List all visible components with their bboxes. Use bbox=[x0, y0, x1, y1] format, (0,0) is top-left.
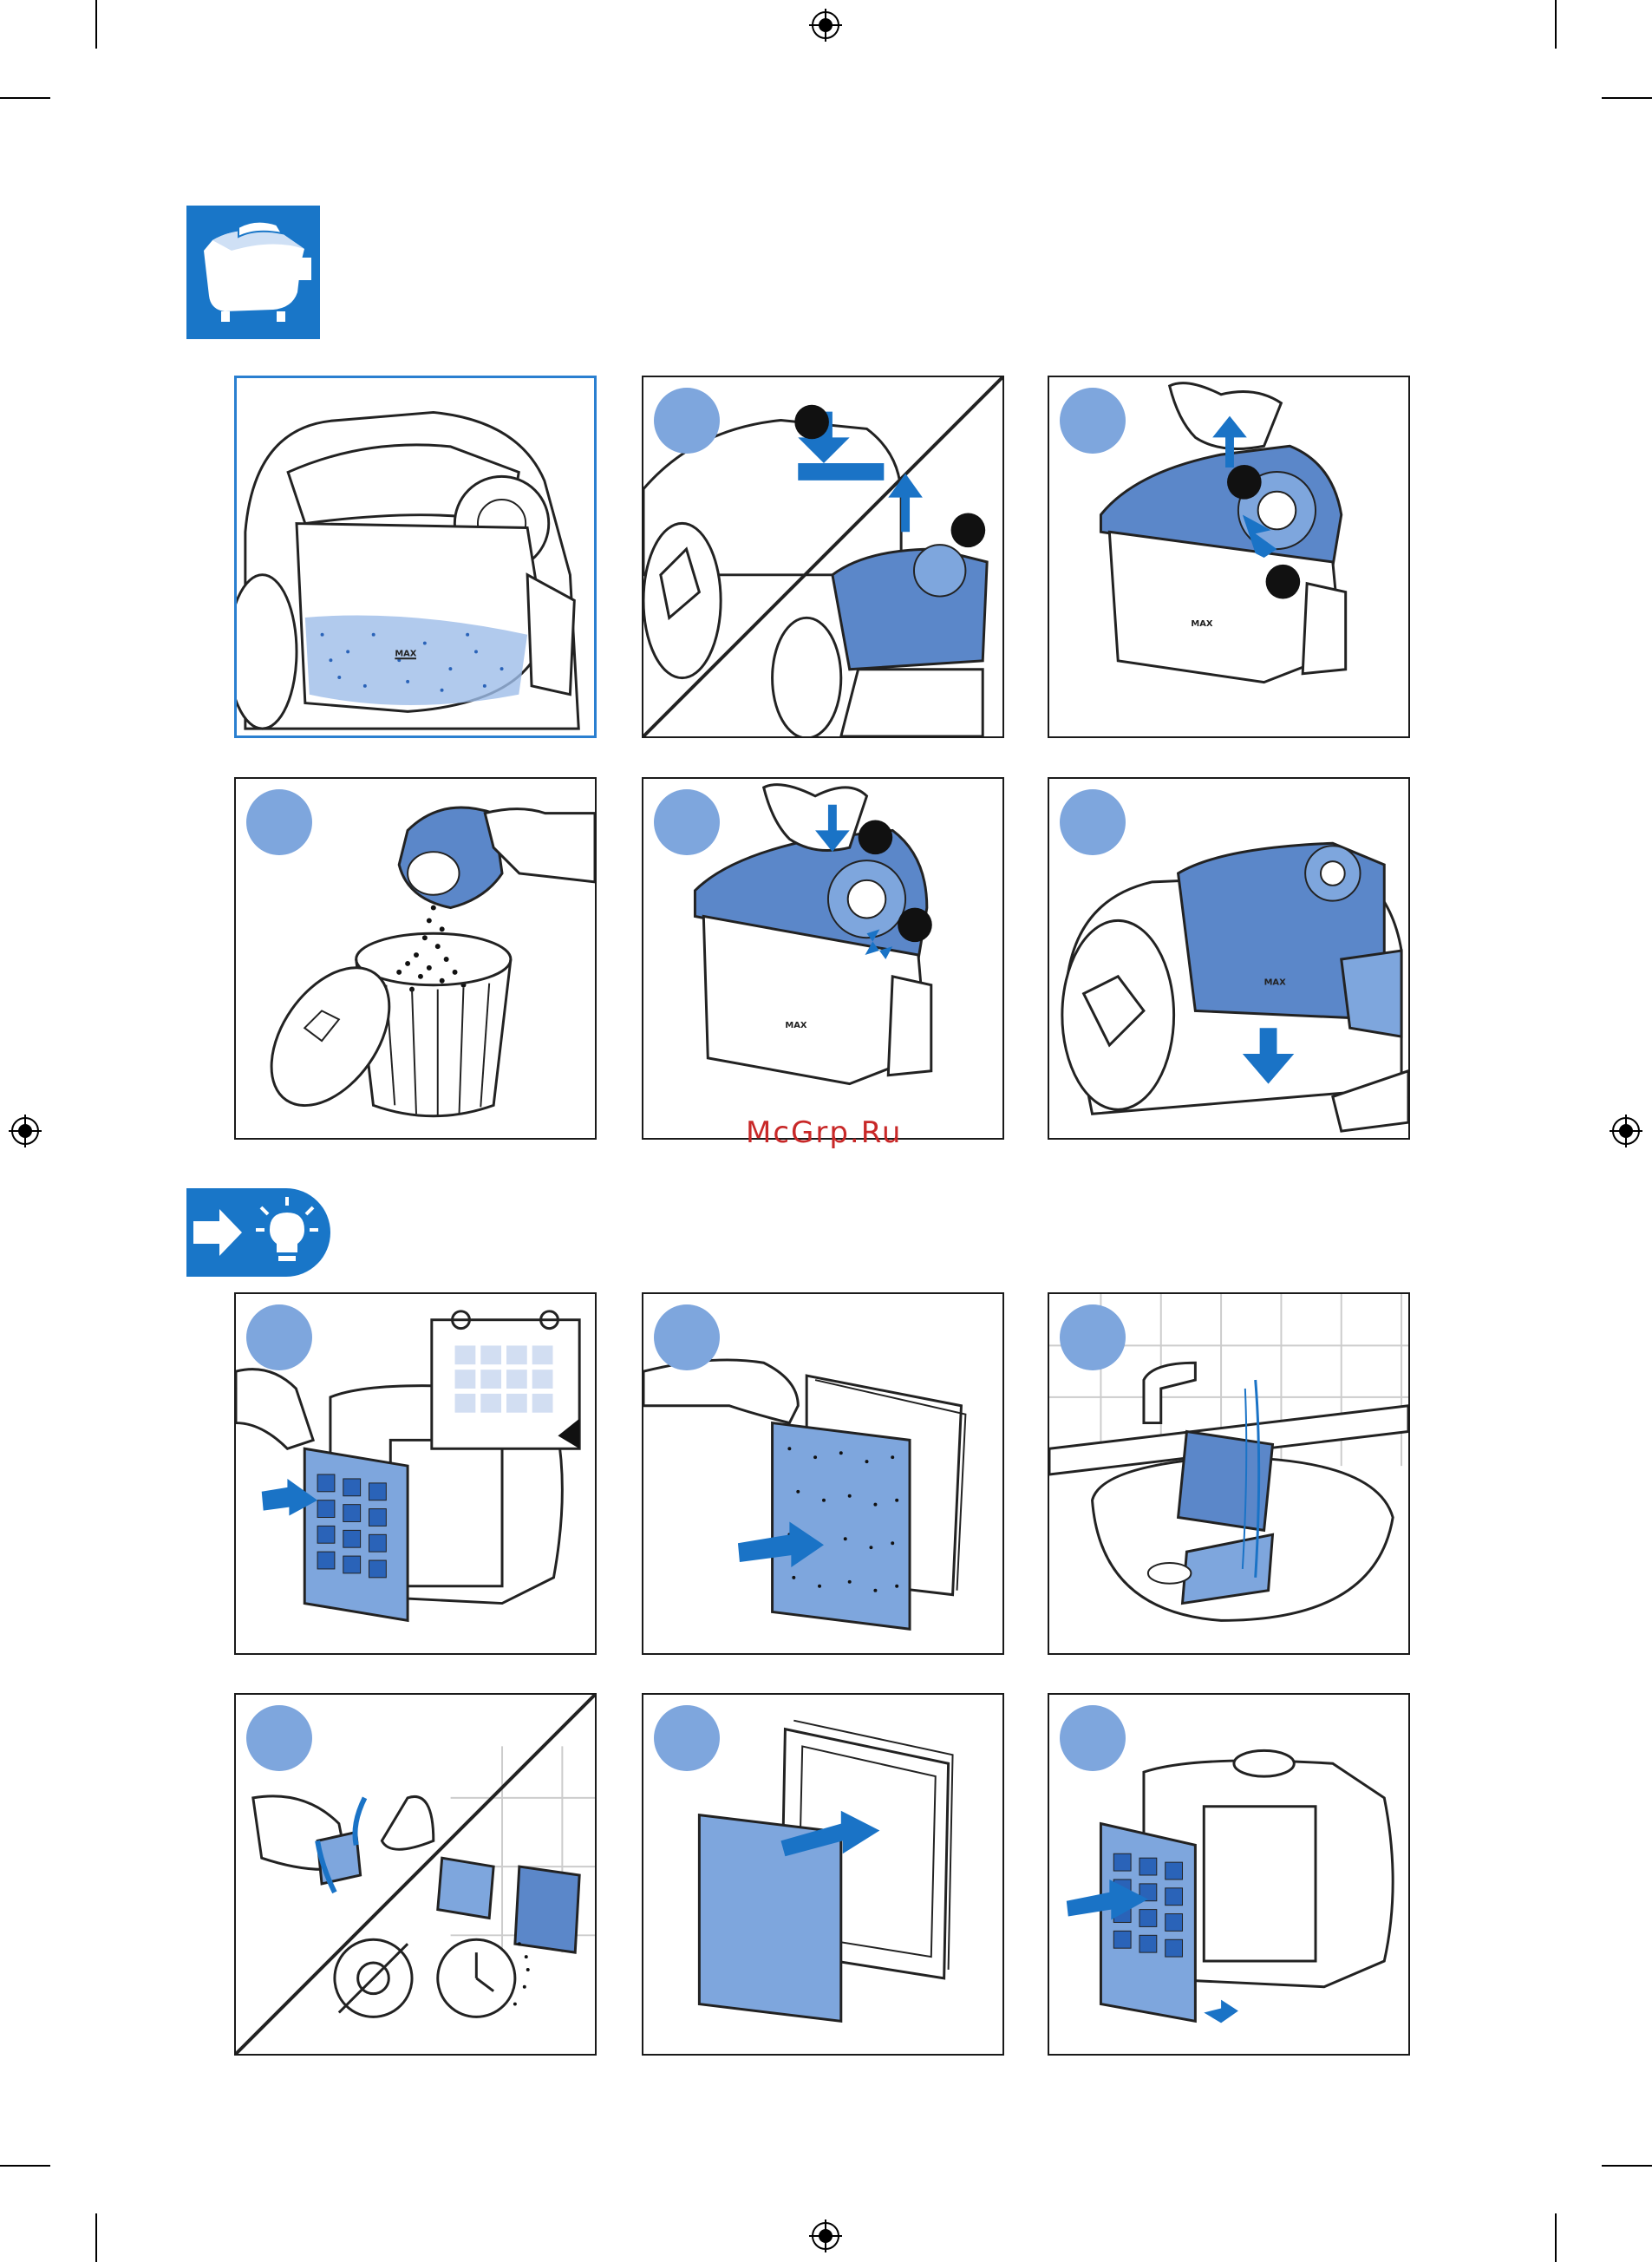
crop-mark bbox=[95, 0, 97, 49]
dust-container-section-icon bbox=[186, 206, 320, 339]
svg-text:MAX: MAX bbox=[1191, 619, 1212, 629]
registration-mark-icon bbox=[809, 9, 842, 42]
step-circle bbox=[654, 1304, 720, 1370]
crop-mark bbox=[1555, 2213, 1557, 2262]
crop-mark bbox=[0, 97, 50, 99]
panel-reinsert-exhaust-filter bbox=[1048, 1693, 1410, 2056]
panel-remove-filter-pad bbox=[642, 1292, 1004, 1655]
arrow-lightbulb-icon bbox=[186, 1188, 330, 1277]
crop-mark bbox=[1602, 2165, 1652, 2167]
crop-mark bbox=[1555, 0, 1557, 49]
step-circle bbox=[654, 1705, 720, 1771]
registration-mark-icon bbox=[809, 2220, 842, 2252]
tip-section-badge bbox=[186, 1188, 330, 1277]
dust-container-icon bbox=[186, 206, 320, 339]
crop-mark bbox=[1602, 97, 1652, 99]
panel-dry-filters bbox=[234, 1693, 597, 2056]
panel-full-dust-container: MAX bbox=[234, 376, 597, 738]
step-circle bbox=[1060, 388, 1126, 454]
panel-remove-exhaust-filter bbox=[234, 1292, 597, 1655]
step-circle bbox=[1060, 789, 1126, 855]
step-circle bbox=[1060, 1705, 1126, 1771]
registration-mark-icon bbox=[9, 1115, 42, 1147]
crop-mark bbox=[95, 2213, 97, 2262]
svg-text:MAX: MAX bbox=[785, 1021, 806, 1030]
step-circle bbox=[246, 1304, 312, 1370]
watermark: McGrp.Ru bbox=[746, 1115, 902, 1150]
panel-reinsert-filter-pad bbox=[642, 1693, 1004, 2056]
panel-release-container bbox=[642, 376, 1004, 738]
step-circle bbox=[246, 789, 312, 855]
step-circle bbox=[654, 388, 720, 454]
panel-open-lid: MAX bbox=[1048, 376, 1410, 738]
step-circle bbox=[654, 789, 720, 855]
step-circle bbox=[1060, 1304, 1126, 1370]
panel-empty-container bbox=[234, 777, 597, 1140]
panel-rinse-filters bbox=[1048, 1292, 1410, 1655]
crop-mark bbox=[0, 2165, 50, 2167]
max-level-mark: MAX bbox=[395, 649, 416, 658]
svg-text:MAX: MAX bbox=[1264, 978, 1286, 988]
panel-close-lid: MAX bbox=[642, 777, 1004, 1140]
registration-mark-icon bbox=[1610, 1115, 1642, 1147]
step-circle bbox=[246, 1705, 312, 1771]
panel-reinsert-container: MAX bbox=[1048, 777, 1410, 1140]
